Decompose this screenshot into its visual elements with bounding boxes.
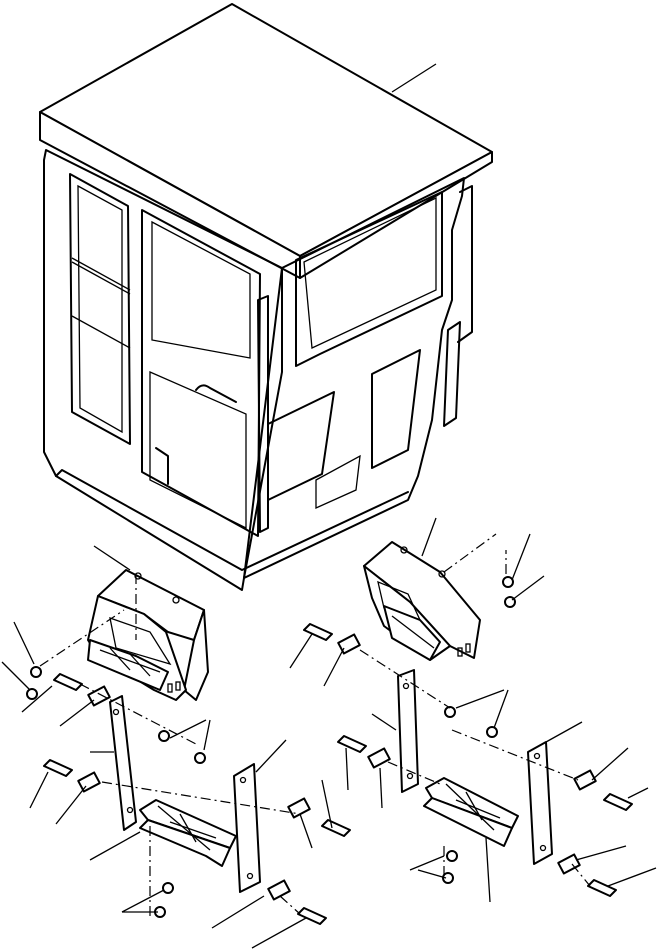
assembly-lines (79, 649, 591, 918)
right-rear-bracket (423, 777, 519, 847)
leader-lines (1, 533, 657, 949)
left-front-mount (87, 569, 209, 701)
cab (39, 3, 493, 591)
right-front-mount (363, 541, 481, 661)
plate-3 (397, 669, 419, 793)
plate-4 (527, 741, 553, 865)
plate-2 (233, 763, 261, 893)
left-rear-bracket (139, 799, 237, 867)
hardware (26, 576, 633, 925)
plate-1 (109, 695, 137, 831)
